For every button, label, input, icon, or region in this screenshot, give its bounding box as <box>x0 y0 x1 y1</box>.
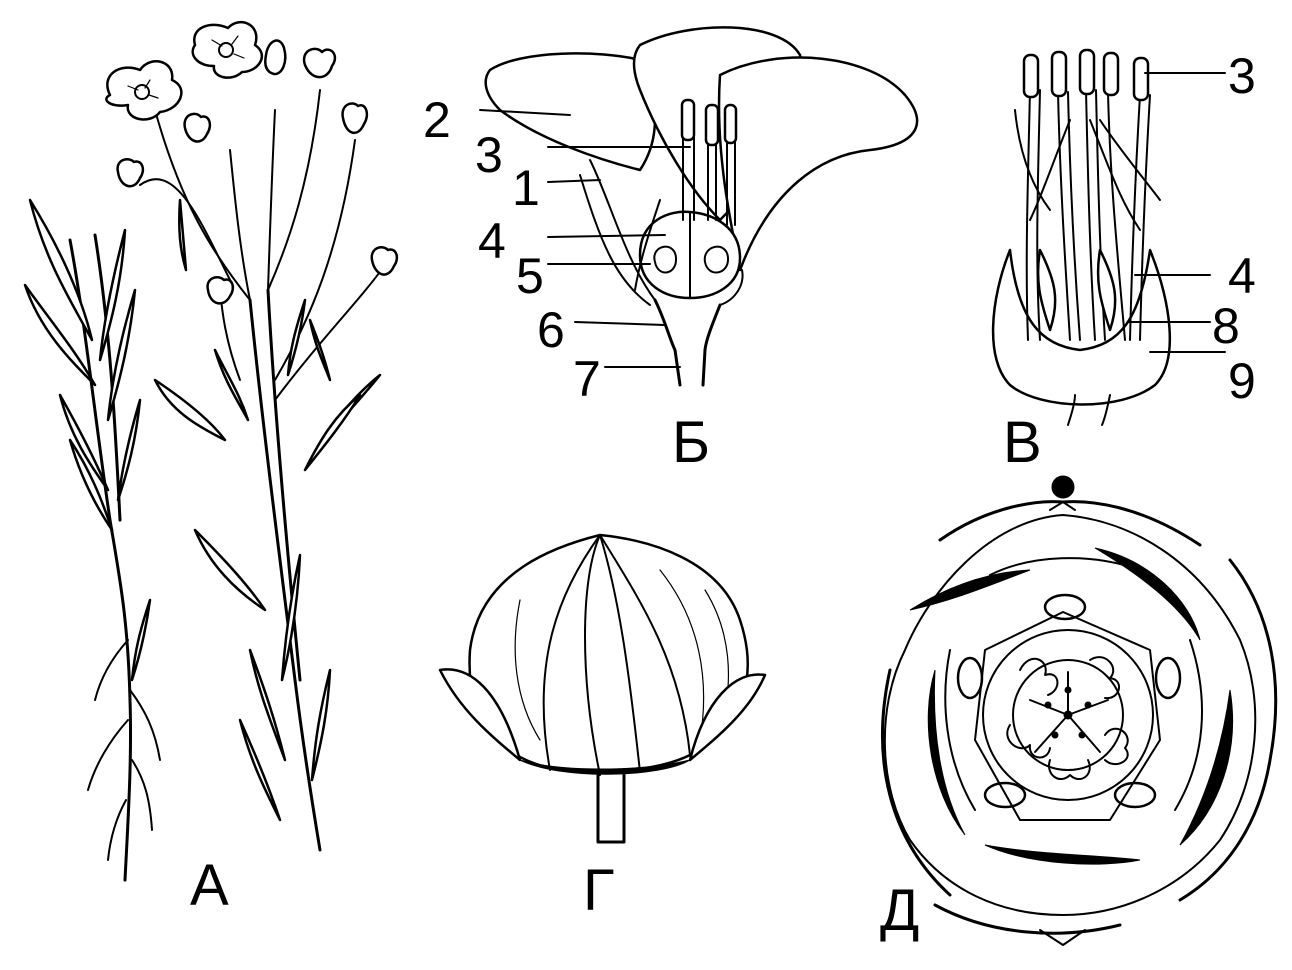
petal-right <box>717 56 919 272</box>
panel-d-floral-diagram: Д <box>880 475 1278 946</box>
callout-v-9: 9 <box>1228 353 1256 409</box>
axis-dot <box>1051 475 1075 499</box>
panel-v-letter: В <box>1003 410 1042 475</box>
flower-buds <box>116 39 399 305</box>
panel-b-letter: Б <box>672 410 710 475</box>
petal-crescent-top <box>1094 547 1201 641</box>
panel-a-letter: А <box>190 853 229 918</box>
callout-v-3: 3 <box>1228 48 1256 104</box>
callout-b-6: 6 <box>537 302 565 358</box>
ovary-center <box>1029 671 1109 753</box>
anthers-v <box>1022 48 1150 102</box>
callout-b-2: 2 <box>423 92 451 148</box>
calyx-cup <box>991 248 1171 406</box>
panel-v-stamens-pistil: 3 4 8 9 В <box>991 48 1256 475</box>
callout-b-4: 4 <box>478 213 506 269</box>
callout-b-3: 3 <box>475 127 503 183</box>
right-stem <box>105 21 399 852</box>
panel-g-letter: Г <box>583 858 614 923</box>
panel-a-whole-plant: А <box>23 21 399 918</box>
panel-b-flower-section: 2 3 1 4 5 6 7 Б <box>423 26 919 475</box>
flower-open-right <box>191 21 263 79</box>
callout-v-8: 8 <box>1212 298 1240 354</box>
callout-b-7: 7 <box>573 351 601 407</box>
panel-d-letter: Д <box>880 878 919 943</box>
petal-crescent-right <box>1179 689 1233 846</box>
petal-crescent-bottom <box>984 844 1141 865</box>
callout-leaders-b <box>479 109 691 368</box>
locules <box>1006 656 1129 780</box>
petal-left <box>484 52 657 172</box>
callout-b-1: 1 <box>512 160 540 216</box>
petal-crescent-left <box>909 569 1031 611</box>
filaments-v <box>1014 89 1161 341</box>
callout-b-5: 5 <box>516 248 544 304</box>
flower-open-left <box>105 60 183 121</box>
petal-crescent-left-low <box>927 669 966 836</box>
callout-leaders-v <box>1127 72 1226 353</box>
left-stem <box>23 198 161 882</box>
panel-g-fruit-capsule: Г <box>438 533 767 923</box>
stamens-b <box>634 98 738 291</box>
callout-v-4: 4 <box>1228 248 1256 304</box>
